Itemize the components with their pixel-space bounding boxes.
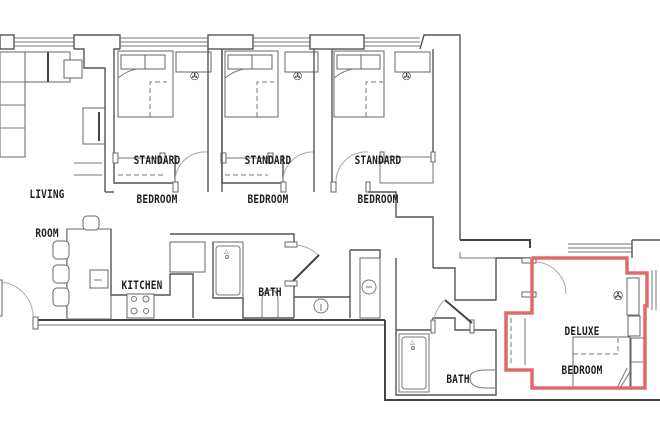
svg-text:✇: ✇ xyxy=(613,289,623,303)
room-label-line2: ROOM xyxy=(35,226,59,240)
bath-2-plan: △ xyxy=(395,257,530,396)
room-label-standard-bedroom-2[interactable]: STANDARD BEDROOM xyxy=(239,128,296,219)
room-label-line2: BEDROOM xyxy=(136,192,178,206)
room-label-line1: STANDARD xyxy=(244,153,292,167)
room-label-bath-1[interactable]: BATH xyxy=(254,260,287,312)
room-label-line1: STANDARD xyxy=(133,153,181,167)
standard-bedroom-1-plan: ✇ xyxy=(112,48,212,193)
bath-1-plan: △ xyxy=(212,241,381,319)
standard-bedroom-2-plan: ✇ xyxy=(220,49,319,193)
room-label-standard-bedroom-3[interactable]: STANDARD BEDROOM xyxy=(349,128,406,219)
svg-text:✇: ✇ xyxy=(402,70,411,83)
living-room-furniture xyxy=(0,48,106,192)
room-label-living-room[interactable]: LIVING ROOM xyxy=(27,162,68,253)
room-label-line2: BEDROOM xyxy=(357,192,399,206)
room-label-line1: KITCHEN xyxy=(121,278,163,292)
kitchen-plan xyxy=(0,215,295,320)
svg-text:△: △ xyxy=(224,248,229,255)
deluxe-bedroom-highlight xyxy=(504,256,649,390)
svg-text:△: △ xyxy=(410,339,415,346)
room-label-line1: STANDARD xyxy=(354,153,402,167)
standard-bedroom-3-plan: ✇ xyxy=(330,49,436,268)
room-label-line1: LIVING xyxy=(29,187,65,201)
exterior-top-wall xyxy=(0,34,461,240)
room-label-line1: BATH xyxy=(258,285,282,299)
room-label-kitchen[interactable]: KITCHEN xyxy=(117,253,166,305)
deluxe-bedroom-plan: ✇ xyxy=(510,239,660,389)
room-label-line1: DELUXE xyxy=(564,324,600,338)
corridor-walls xyxy=(32,191,660,401)
svg-text:✇: ✇ xyxy=(293,70,302,83)
svg-text:✇: ✇ xyxy=(190,70,199,83)
room-label-standard-bedroom-1[interactable]: STANDARD BEDROOM xyxy=(128,128,185,219)
room-label-line2: BEDROOM xyxy=(561,363,603,377)
room-label-bath-2[interactable]: BATH xyxy=(442,347,475,399)
room-label-deluxe-bedroom[interactable]: DELUXE BEDROOM xyxy=(553,299,610,390)
room-label-line2: BEDROOM xyxy=(247,192,289,206)
room-label-line1: BATH xyxy=(446,372,470,386)
